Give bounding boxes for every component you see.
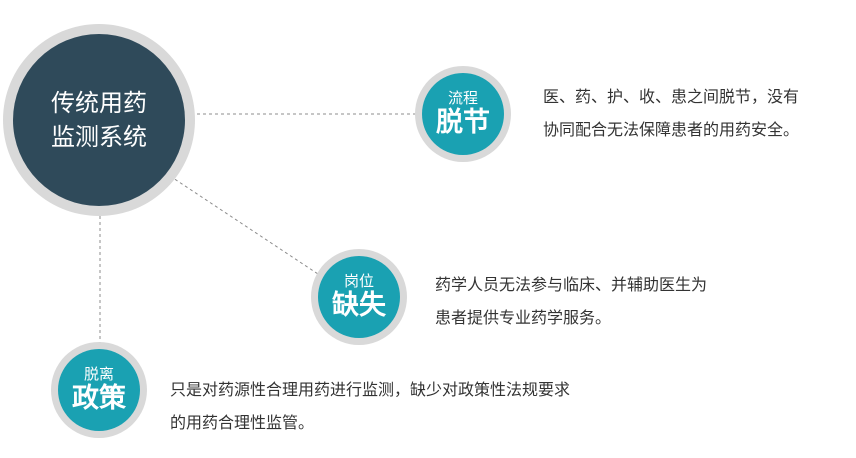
- node-policy-big-label: 政策: [72, 383, 126, 414]
- node-policy: 脱离 政策: [51, 342, 147, 438]
- description-line: 药学人员无法参与临床、并辅助医生为: [435, 275, 708, 294]
- node-process-description: 医、药、护、收、患之间脱节，没有 协同配合无法保障患者的用药安全。: [543, 80, 799, 146]
- node-position-small-label: 岗位: [343, 272, 374, 290]
- node-policy-core: 脱离 政策: [58, 349, 140, 431]
- description-line: 医、药、护、收、患之间脱节，没有: [543, 87, 800, 106]
- node-process-small-label: 流程: [447, 89, 478, 107]
- center-title-line1: 传统用药: [51, 89, 147, 117]
- node-process-big-label: 脱节: [436, 107, 490, 138]
- center-title-line2: 监测系统: [51, 123, 147, 151]
- node-position-description: 药学人员无法参与临床、并辅助医生为 患者提供专业药学服务。: [435, 268, 707, 334]
- node-position: 岗位 缺失: [311, 249, 407, 345]
- description-line: 的用药合理性监管。: [170, 413, 315, 432]
- center-node-core: 传统用药 监测系统: [13, 34, 185, 206]
- node-process: 流程 脱节: [415, 66, 511, 162]
- description-line: 协同配合无法保障患者的用药安全。: [543, 120, 800, 139]
- node-policy-small-label: 脱离: [83, 365, 114, 383]
- center-node: 传统用药 监测系统: [3, 24, 195, 216]
- node-process-core: 流程 脱节: [422, 73, 504, 155]
- description-line: 患者提供专业药学服务。: [435, 308, 612, 327]
- description-line: 只是对药源性合理用药进行监测，缺少对政策性法规要求: [170, 380, 571, 399]
- node-position-core: 岗位 缺失: [318, 256, 400, 338]
- node-position-big-label: 缺失: [332, 290, 386, 321]
- node-policy-description: 只是对药源性合理用药进行监测，缺少对政策性法规要求 的用药合理性监管。: [170, 373, 570, 439]
- connector-center-to-position: [169, 175, 319, 275]
